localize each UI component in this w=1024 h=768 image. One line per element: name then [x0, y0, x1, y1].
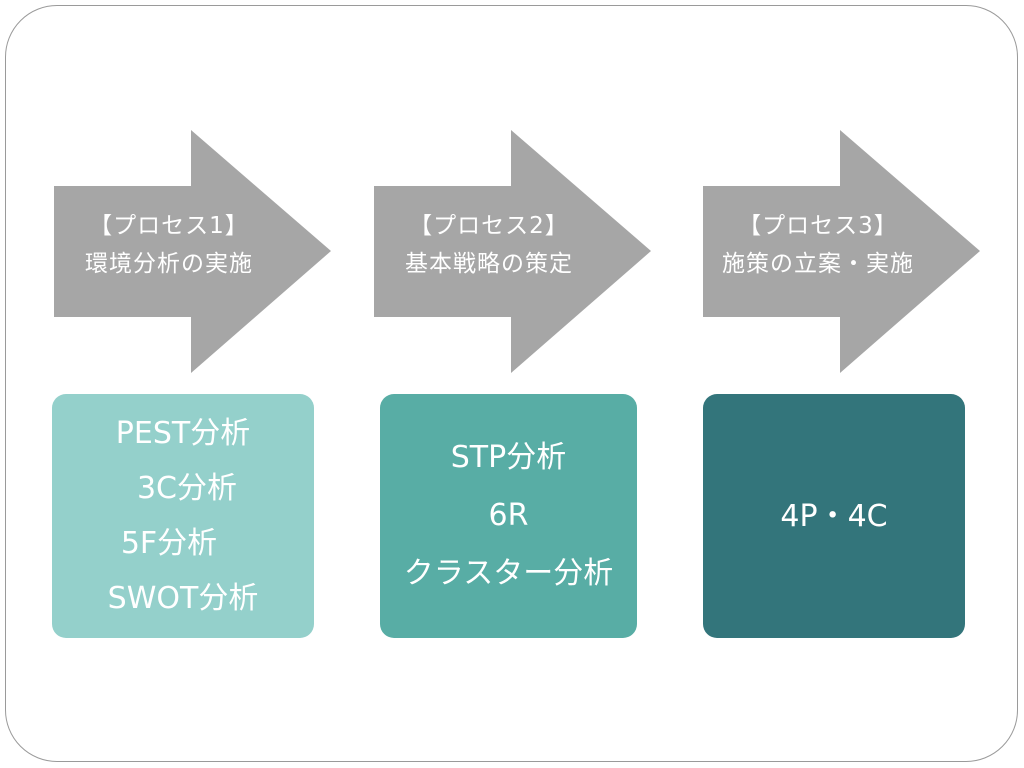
process-1-subtitle: 環境分析の実施 — [85, 251, 253, 277]
process-3-label: 【プロセス3】 施策の立案・実施 — [703, 207, 933, 283]
method-item: 4P・4C — [780, 498, 888, 534]
method-item: PEST分析 — [115, 416, 251, 451]
process-2-arrow: 【プロセス2】 基本戦略の策定 — [374, 130, 651, 373]
method-item: 3C分析 — [136, 471, 238, 506]
process-1-title: 【プロセス1】 — [89, 213, 249, 239]
process-3-methods-box: 4P・4C — [703, 394, 965, 638]
process-2-methods-box: STP分析 6R クラスター分析 — [380, 394, 637, 638]
method-item: 6R — [488, 498, 529, 533]
arrow-shape-icon — [374, 130, 651, 373]
process-1-arrow: 【プロセス1】 環境分析の実施 — [54, 130, 331, 373]
process-3-arrow: 【プロセス3】 施策の立案・実施 — [703, 130, 980, 373]
process-2-label: 【プロセス2】 基本戦略の策定 — [374, 207, 604, 283]
process-2-subtitle: 基本戦略の策定 — [405, 251, 573, 277]
method-item: クラスター分析 — [403, 556, 614, 591]
process-1-methods-box: PEST分析 3C分析 5F分析 SWOT分析 — [52, 394, 314, 638]
process-2-title: 【プロセス2】 — [409, 213, 569, 239]
slide-frame — [5, 5, 1018, 762]
method-item: SWOT分析 — [107, 581, 259, 616]
arrow-shape-icon — [703, 130, 980, 373]
arrow-shape-icon — [54, 130, 331, 373]
method-item: 5F分析 — [120, 526, 218, 561]
process-3-title: 【プロセス3】 — [738, 213, 898, 239]
process-1-label: 【プロセス1】 環境分析の実施 — [54, 207, 284, 283]
process-3-subtitle: 施策の立案・実施 — [722, 251, 914, 277]
method-item: STP分析 — [450, 440, 567, 475]
